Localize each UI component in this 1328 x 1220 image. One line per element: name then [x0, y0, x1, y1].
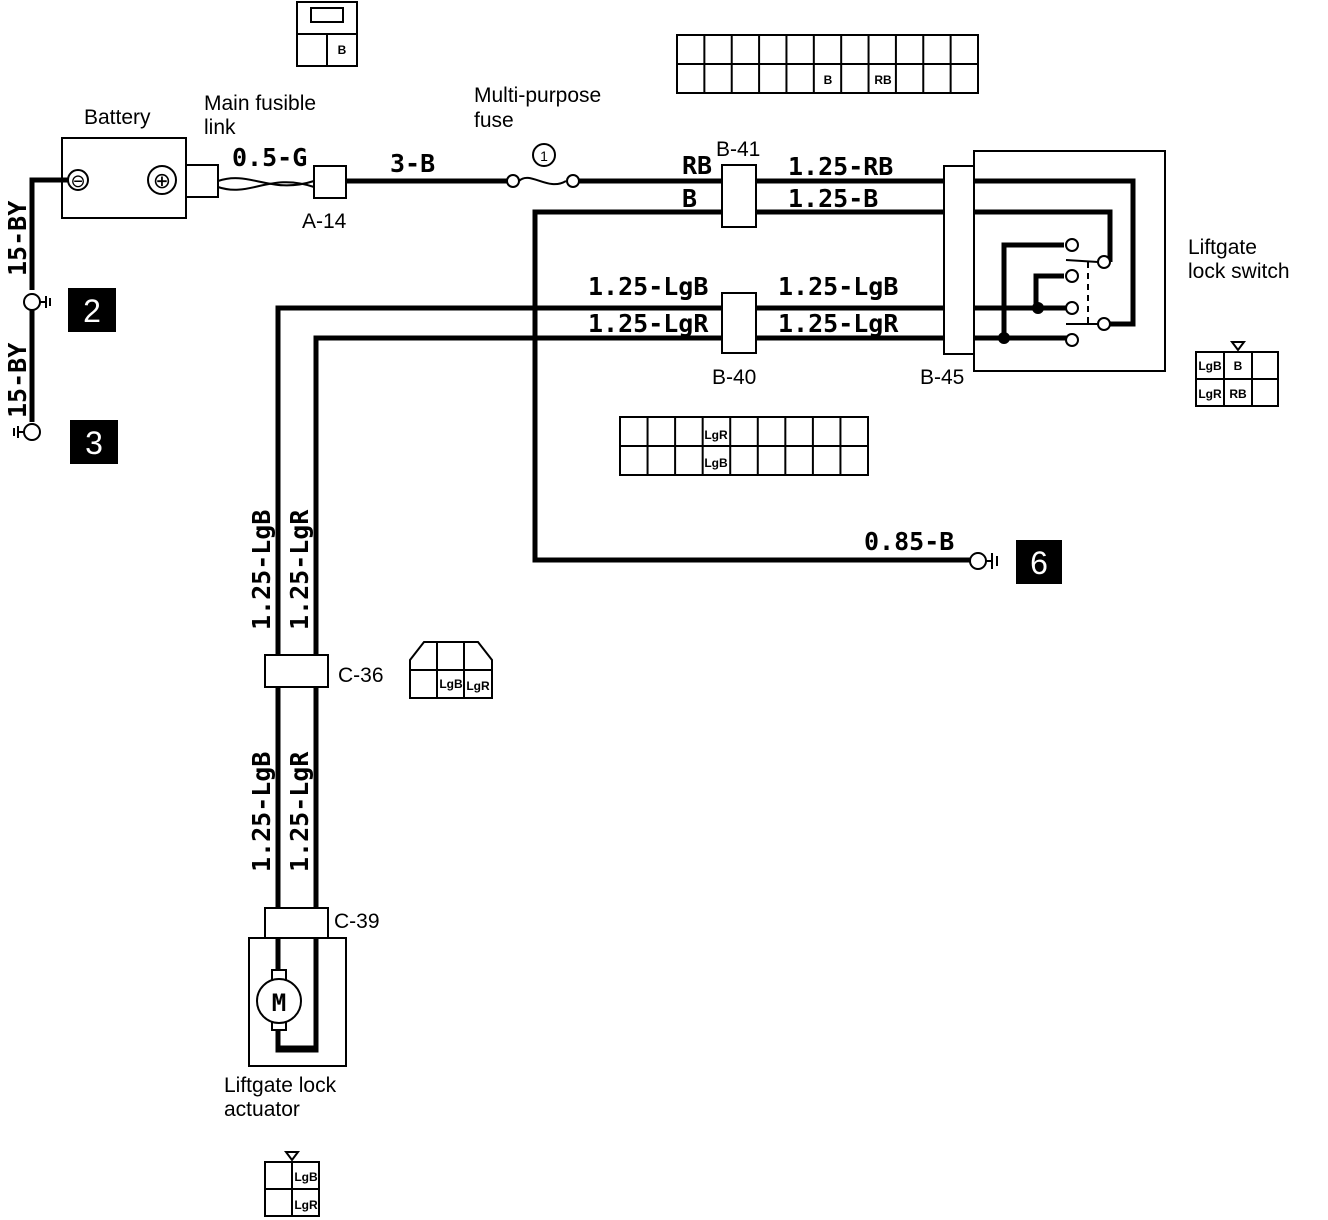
pin-label-c36-lgb: LgB	[439, 677, 463, 691]
pin-label-b40-lgb: LgB	[704, 456, 728, 470]
actuator-label-line1: Liftgate lock	[224, 1074, 337, 1097]
fuse-label-line1: Multi-purpose	[474, 84, 601, 107]
connector-face-fusible-link: B	[296, 1, 358, 67]
pin-label-b41-rb: RB	[874, 73, 892, 87]
connector-label-b45: B-45	[920, 366, 964, 389]
battery-label: Battery	[84, 106, 151, 129]
actuator-label-line2: actuator	[224, 1098, 300, 1121]
battery-positive-symbol: ⊕	[153, 169, 171, 194]
ground-ref-badge-6	[1016, 540, 1062, 584]
ground-ref-badge-2	[68, 288, 116, 332]
wire-label-lgb-vertical-upper: 1.25-LgB	[247, 510, 276, 630]
wire-label-rb: RB	[682, 151, 712, 180]
connector-label-c36: C-36	[338, 664, 384, 687]
wire-label-15-by-upper: 15-BY	[3, 201, 32, 276]
connector-face-c39: LgB LgR	[264, 1151, 320, 1217]
wire-label-1-25-rb: 1.25-RB	[788, 152, 893, 181]
wire-label-b: B	[682, 184, 697, 213]
switch-label-line2: lock switch	[1188, 260, 1290, 283]
battery: ⊖ ⊕	[61, 137, 219, 219]
connector-b45	[943, 165, 975, 355]
switch-label-line1: Liftgate	[1188, 236, 1257, 259]
fuse-number: 1	[540, 148, 548, 164]
wire-label-lgr-vertical-lower: 1.25-LgR	[285, 751, 314, 872]
wire-lgb	[275, 305, 722, 1040]
fuse-label-line2: fuse	[474, 109, 514, 132]
wire-label-lgb-vertical-lower: 1.25-LgB	[247, 752, 276, 872]
fusible-link-label-line1: Main fusible	[204, 92, 316, 115]
ground-symbol-2	[40, 296, 51, 308]
ground-ref-6: 6	[1030, 545, 1048, 581]
ground-ref-badge-3	[70, 420, 118, 464]
wire-label-lgr-left: 1.25-LgR	[588, 309, 709, 338]
connector-b41	[721, 164, 757, 228]
wire-label-lgr-vertical-upper: 1.25-LgR	[285, 509, 314, 630]
connector-face-b40: LgR LgB	[619, 416, 869, 476]
pin-label-b45-lgr: LgR	[1198, 387, 1222, 401]
ground-ref-3: 3	[85, 425, 103, 461]
connector-face-b41: B RB	[676, 34, 979, 94]
fuse-element	[518, 176, 567, 186]
motor-symbol	[256, 978, 302, 1024]
pin-label-b45-lgb: LgB	[1198, 359, 1222, 373]
pin-label-b45-b: B	[1234, 359, 1243, 373]
wire-label-15-by-lower: 15-BY	[3, 343, 32, 418]
connector-label-a14: A-14	[302, 210, 347, 233]
pin-label-b41-b: B	[824, 73, 833, 87]
motor-label: M	[272, 989, 286, 1017]
connector-a14	[313, 165, 347, 199]
connector-label-b40: B-40	[712, 366, 756, 389]
switch-internal-wiring	[974, 178, 1136, 341]
wire-label-lgb-right: 1.25-LgB	[778, 272, 898, 301]
wire-b-ground	[532, 209, 970, 563]
wire-label-0-5-g: 0.5-G	[232, 143, 307, 172]
battery-negative-symbol: ⊖	[70, 171, 85, 192]
wire-label-lgr-right: 1.25-LgR	[778, 309, 899, 338]
connector-face-c36: LgB LgR	[409, 641, 493, 699]
fusible-link-curve-2	[217, 181, 315, 191]
pin-label-top-b: B	[338, 43, 347, 57]
wire-label-lgb-left: 1.25-LgB	[588, 272, 708, 301]
connector-label-c39: C-39	[334, 910, 380, 933]
pin-label-c39-lgb: LgB	[294, 1170, 318, 1184]
pin-label-b45-rb: RB	[1229, 387, 1247, 401]
connector-face-b45: LgB B LgR RB	[1195, 341, 1279, 407]
connector-c36	[264, 654, 329, 688]
ground-symbol-6	[986, 553, 998, 569]
wire-battery-ground	[29, 177, 68, 290]
wire-label-1-25-b: 1.25-B	[788, 184, 878, 213]
wire-label-0-85-b: 0.85-B	[864, 527, 954, 556]
ground-ref-2: 2	[83, 293, 101, 329]
ground-symbol-3	[13, 426, 24, 438]
connector-b40	[721, 292, 757, 354]
wire-label-3-b: 3-B	[390, 149, 435, 178]
pin-label-b40-lgr: LgR	[704, 428, 728, 442]
pin-label-c39-lgr: LgR	[294, 1198, 318, 1212]
connector-c39	[264, 907, 329, 939]
pin-label-c36-lgr: LgR	[466, 679, 490, 693]
connector-label-b41: B-41	[716, 138, 760, 161]
fusible-link-label-line2: link	[204, 116, 236, 139]
